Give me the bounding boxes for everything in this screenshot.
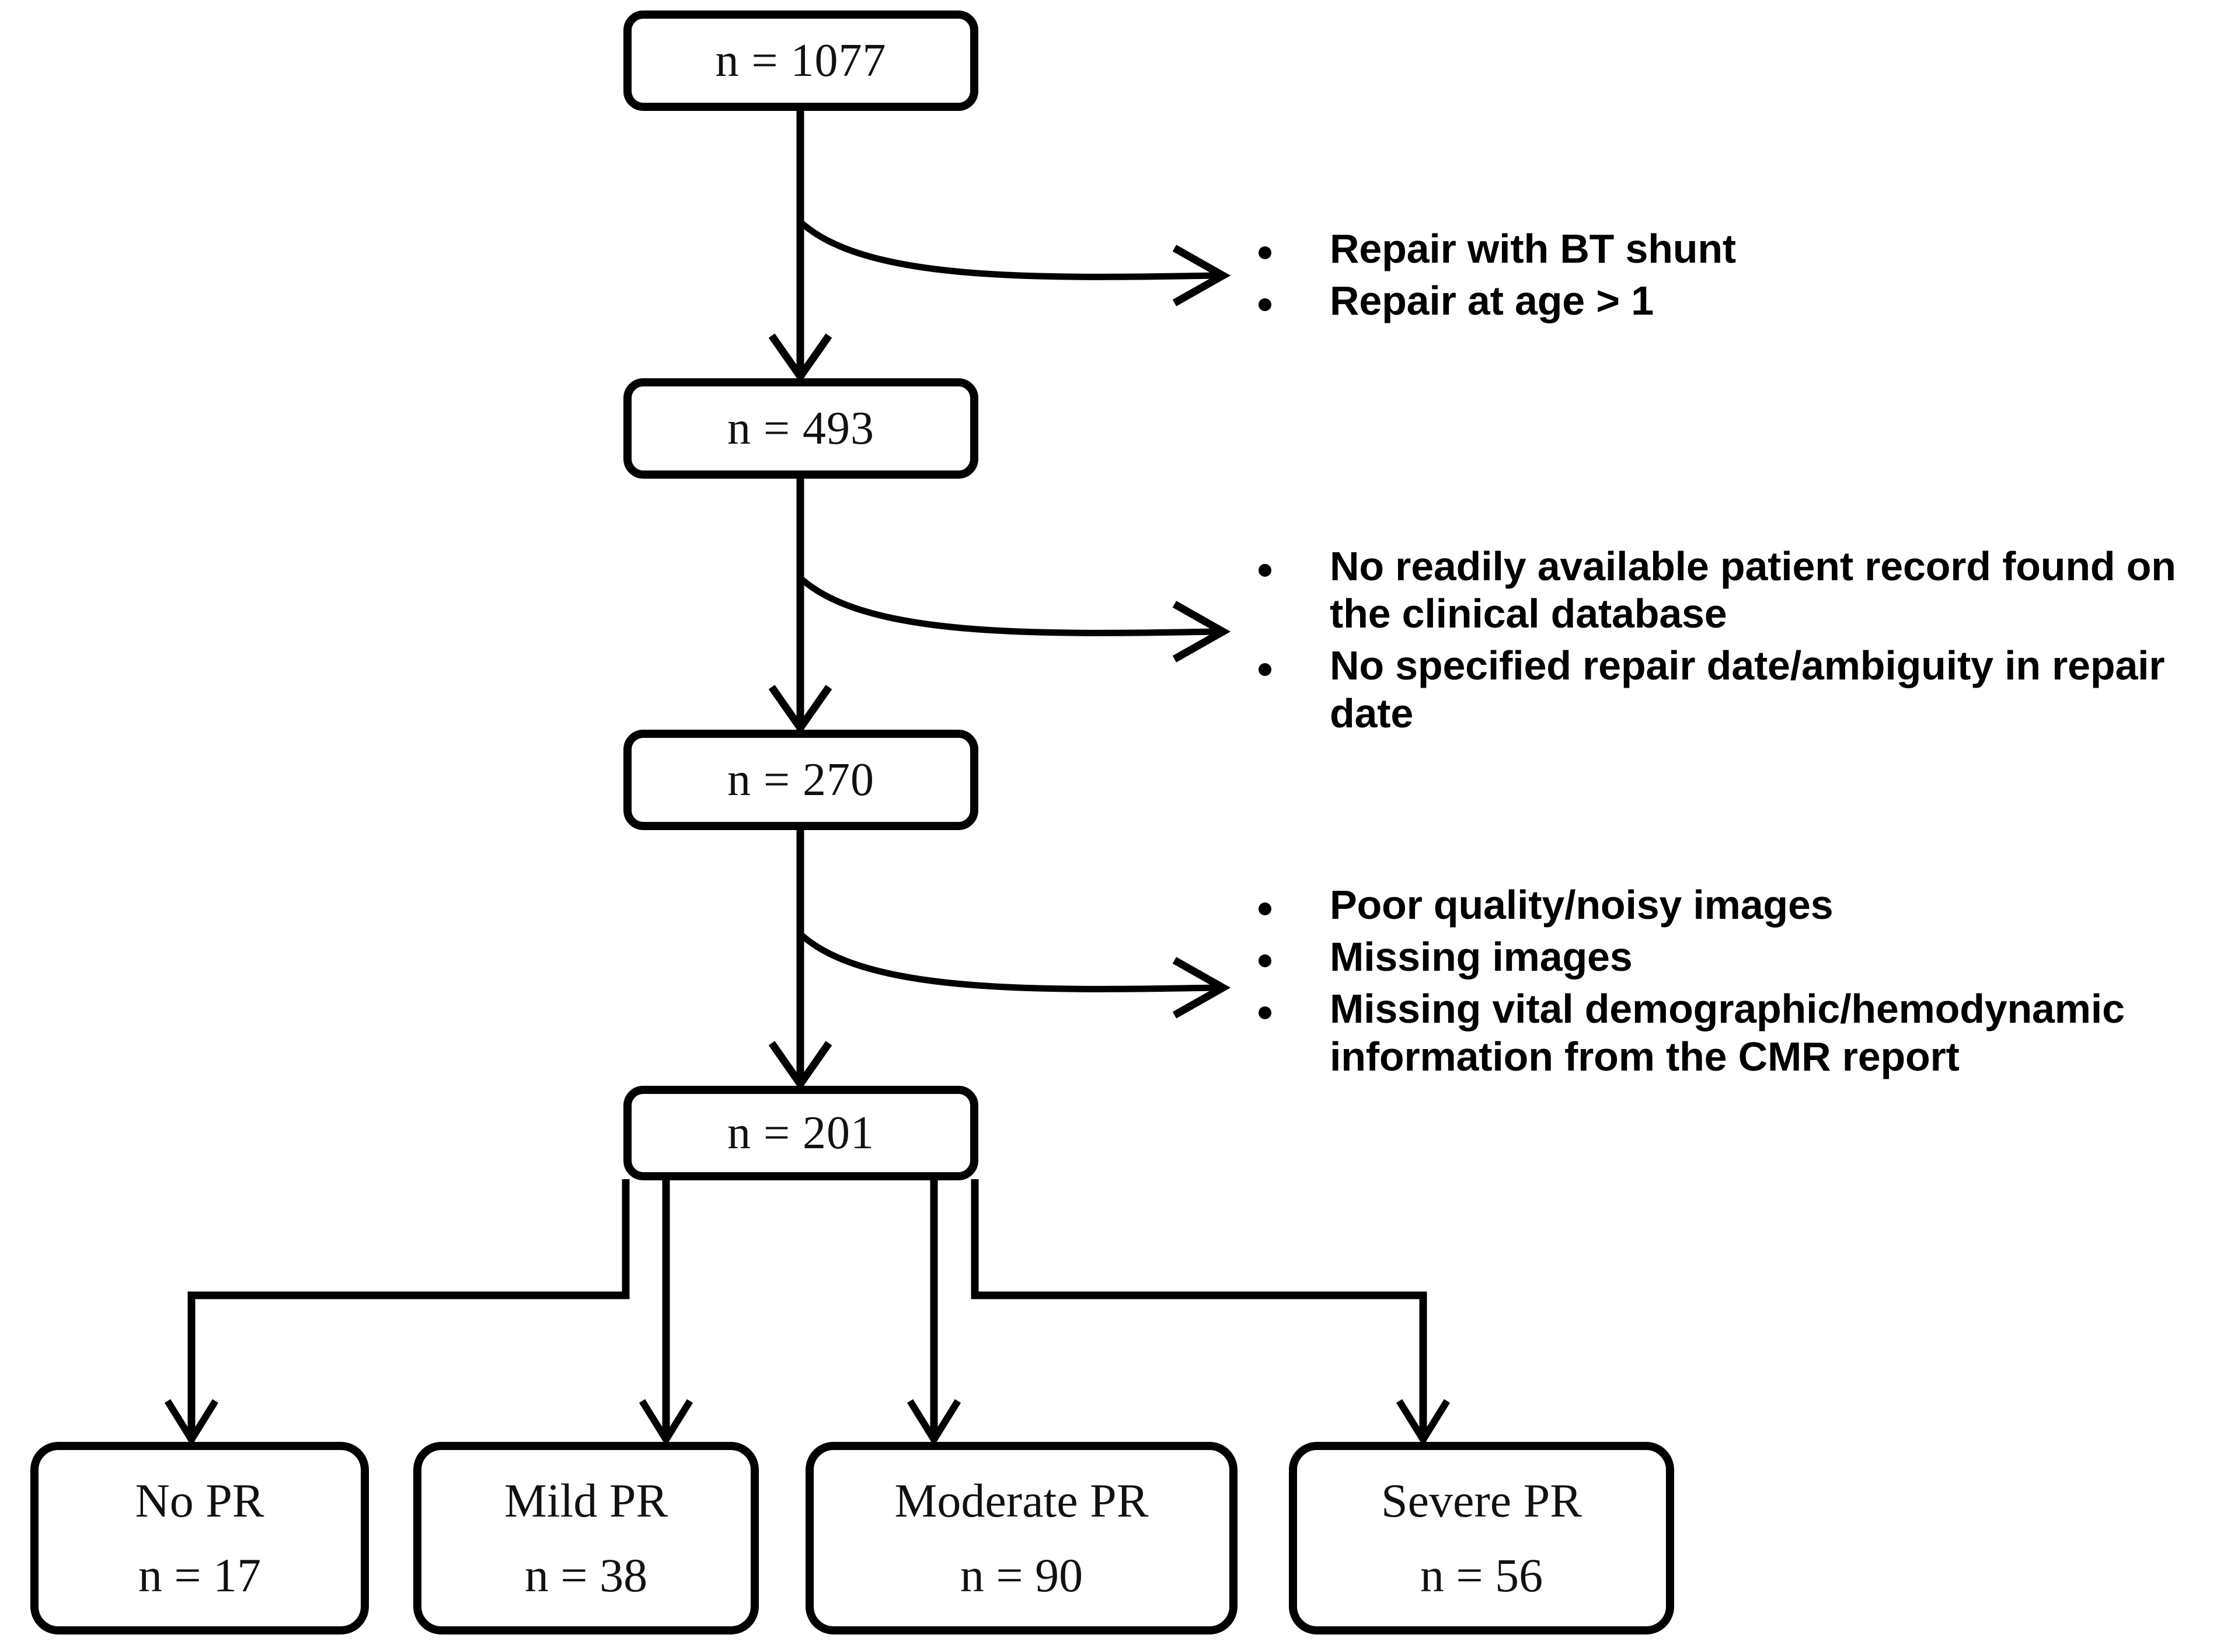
outcome-count: n = 90 [960,1549,1083,1602]
branch-arrowhead-no-pr [164,1399,219,1447]
outcome-title: Severe PR [1381,1474,1582,1527]
exclusion-list-item: No specified repair date/ambiguity in re… [1243,642,2201,737]
exclusion-list-item: No readily available patient record foun… [1243,543,2201,637]
bullet-icon [1259,246,1271,259]
exclusion-text: No readily available patient record foun… [1330,543,2176,637]
exclusion-text: Repair at age > 1 [1330,278,1654,324]
exclusion-arrow-3 [798,931,1216,992]
exclusion-arrowhead-3 [1172,957,1231,1019]
node-outcome-mild-pr[interactable]: Mild PR n = 38 [413,1442,759,1634]
node-outcome-no-pr[interactable]: No PR n = 17 [30,1442,369,1634]
exclusion-list-item: Repair at age > 1 [1243,277,2212,325]
bullet-icon [1259,902,1271,915]
exclusion-arrowhead-1 [1172,245,1231,306]
node-label: n = 270 [727,754,875,806]
exclusion-list-item: Poor quality/noisy images [1243,881,2217,929]
exclusion-group-2: No readily available patient record foun… [1243,543,2201,742]
exclusion-text: Missing images [1330,934,1633,980]
trunk-arrowhead-1 [768,333,832,384]
exclusion-text: Poor quality/noisy images [1330,882,1833,928]
outcome-count: n = 17 [138,1549,262,1602]
branch-line-no-pr [187,1179,630,1441]
exclusion-arrow-1 [798,219,1216,280]
exclusion-list-item: Missing vital demographic/hemodynamic in… [1243,985,2217,1080]
bullet-icon [1259,663,1271,677]
exclusion-text: Missing vital demographic/hemodynamic in… [1330,986,2125,1079]
node-cohort-after-exclusion-1[interactable]: n = 493 [623,378,978,479]
node-cohort-after-exclusion-2[interactable]: n = 270 [623,730,978,830]
outcome-count: n = 56 [1420,1549,1543,1602]
bullet-icon [1259,298,1271,312]
bullet-icon [1259,1006,1271,1020]
exclusion-text: Repair with BT shunt [1330,226,1737,271]
node-outcome-moderate-pr[interactable]: Moderate PR n = 90 [806,1442,1238,1634]
node-cohort-initial[interactable]: n = 1077 [623,11,978,111]
branch-arrowhead-severe-pr [1396,1399,1451,1447]
node-cohort-final[interactable]: n = 201 [623,1086,978,1180]
exclusion-list-item: Repair with BT shunt [1243,225,2212,273]
trunk-arrowhead-2 [768,685,832,735]
exclusion-text: No specified repair date/ambiguity in re… [1330,643,2165,736]
exclusion-arrow-2 [798,575,1216,636]
exclusion-arrowhead-2 [1172,601,1231,663]
outcome-count: n = 38 [524,1549,648,1602]
outcome-title: No PR [135,1474,264,1527]
outcome-title: Moderate PR [894,1474,1149,1527]
exclusion-group-1: Repair with BT shunt Repair at age > 1 [1243,225,2212,329]
node-label: n = 1077 [715,35,887,86]
node-outcome-severe-pr[interactable]: Severe PR n = 56 [1289,1442,1674,1634]
branch-arrowhead-moderate-pr [907,1399,961,1447]
node-label: n = 201 [727,1107,875,1159]
bullet-icon [1259,564,1271,577]
exclusion-list-item: Missing images [1243,933,2217,981]
exclusion-group-3: Poor quality/noisy images Missing images… [1243,881,2217,1085]
branch-line-severe-pr [971,1179,1427,1441]
node-label: n = 493 [727,403,875,454]
branch-arrowhead-mild-pr [639,1399,693,1447]
trunk-arrowhead-3 [768,1041,832,1091]
outcome-title: Mild PR [504,1474,668,1527]
bullet-icon [1259,954,1271,968]
